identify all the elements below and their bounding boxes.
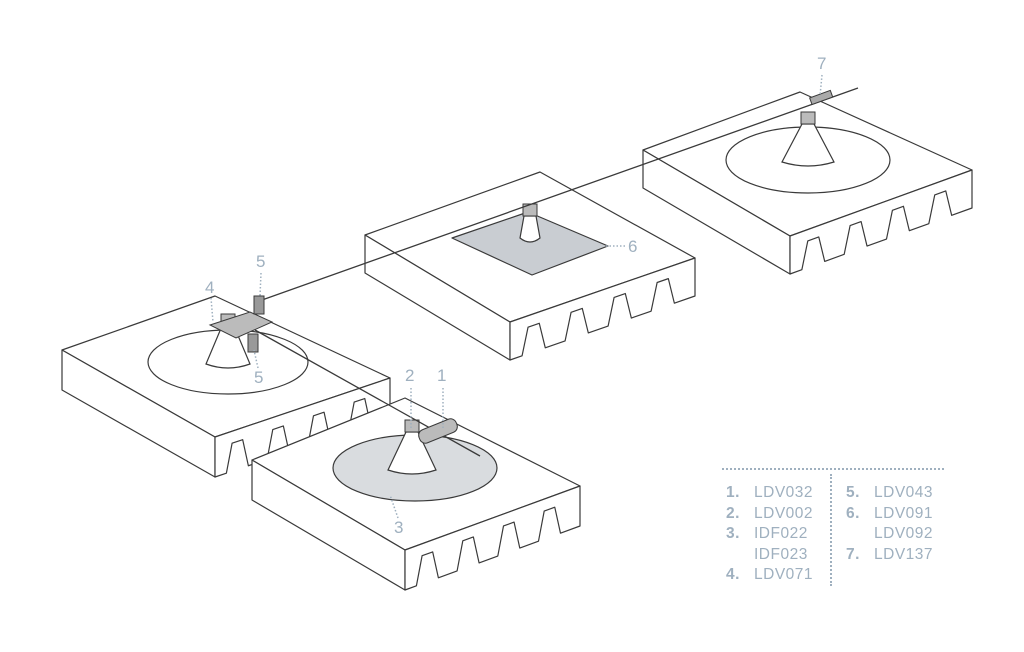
shock-absorber-1 (418, 418, 458, 444)
legend-code: LDV002 (754, 504, 814, 522)
legend-number: 5. (846, 484, 860, 501)
legend-item: 3. IDF022 (726, 525, 813, 546)
leader-3 (389, 494, 399, 519)
legend-number: 3. (726, 525, 740, 542)
callout-3: 3 (394, 518, 404, 537)
legend-number (846, 525, 874, 546)
anchor-post-7 (781, 123, 835, 167)
leader-4 (210, 297, 214, 323)
legend-item: 4. LDV071 (726, 566, 813, 587)
legend-code: LDV071 (754, 566, 814, 583)
legend-code: IDF022 (754, 525, 808, 542)
slab-center-right-side-corrugated (509, 257, 696, 361)
legend-code: LDV092 (874, 525, 934, 542)
slab-front-right-side-corrugated (404, 485, 581, 591)
cable-upper (261, 87, 859, 301)
legend-item: IDF023 (726, 546, 813, 567)
legend-item: 6. LDV091 (846, 505, 933, 526)
legend-number: 4. (726, 566, 740, 583)
legend-divider (830, 474, 832, 586)
legend-item: 7. LDV137 (846, 546, 933, 567)
legend-number: 1. (726, 484, 740, 501)
leader-5-bottom (253, 349, 259, 369)
legend-item: LDV092 (846, 525, 933, 546)
legend-code: LDV091 (874, 504, 934, 522)
callout-5-bottom: 5 (254, 368, 264, 387)
legend-item: 2. LDV002 (726, 505, 813, 526)
legend-code: LDV032 (754, 484, 814, 501)
anchor-post-7-head (800, 111, 816, 125)
callout-5-top: 5 (256, 252, 266, 271)
legend-code: IDF023 (754, 545, 808, 563)
legend-item: 5. LDV043 (846, 484, 933, 505)
callout-7: 7 (817, 54, 827, 73)
callout-6: 6 (628, 237, 638, 256)
legend-number: 2. (726, 504, 740, 522)
intermediate-5-bottom (247, 333, 259, 353)
legend-number: 6. (846, 504, 860, 522)
anchor-post-6 (519, 215, 541, 243)
legend-code: LDV137 (874, 545, 934, 563)
callout-4: 4 (205, 278, 215, 297)
callout-1: 1 (437, 366, 447, 385)
tensioner-7 (808, 89, 834, 106)
legend-item: 1. LDV032 (726, 484, 813, 505)
leader-5-top (259, 272, 262, 297)
slab-right-right-side-corrugated (789, 169, 973, 275)
legend-code: LDV043 (874, 484, 934, 501)
anchor-post-1-head (404, 419, 420, 433)
leader-7 (819, 74, 823, 97)
callout-2: 2 (405, 366, 415, 385)
base-plate-6 (451, 211, 609, 276)
legend-number (726, 546, 754, 567)
intermediate-5-top (253, 295, 265, 315)
legend-number: 7. (846, 545, 860, 563)
corner-bracket-4 (208, 311, 274, 339)
